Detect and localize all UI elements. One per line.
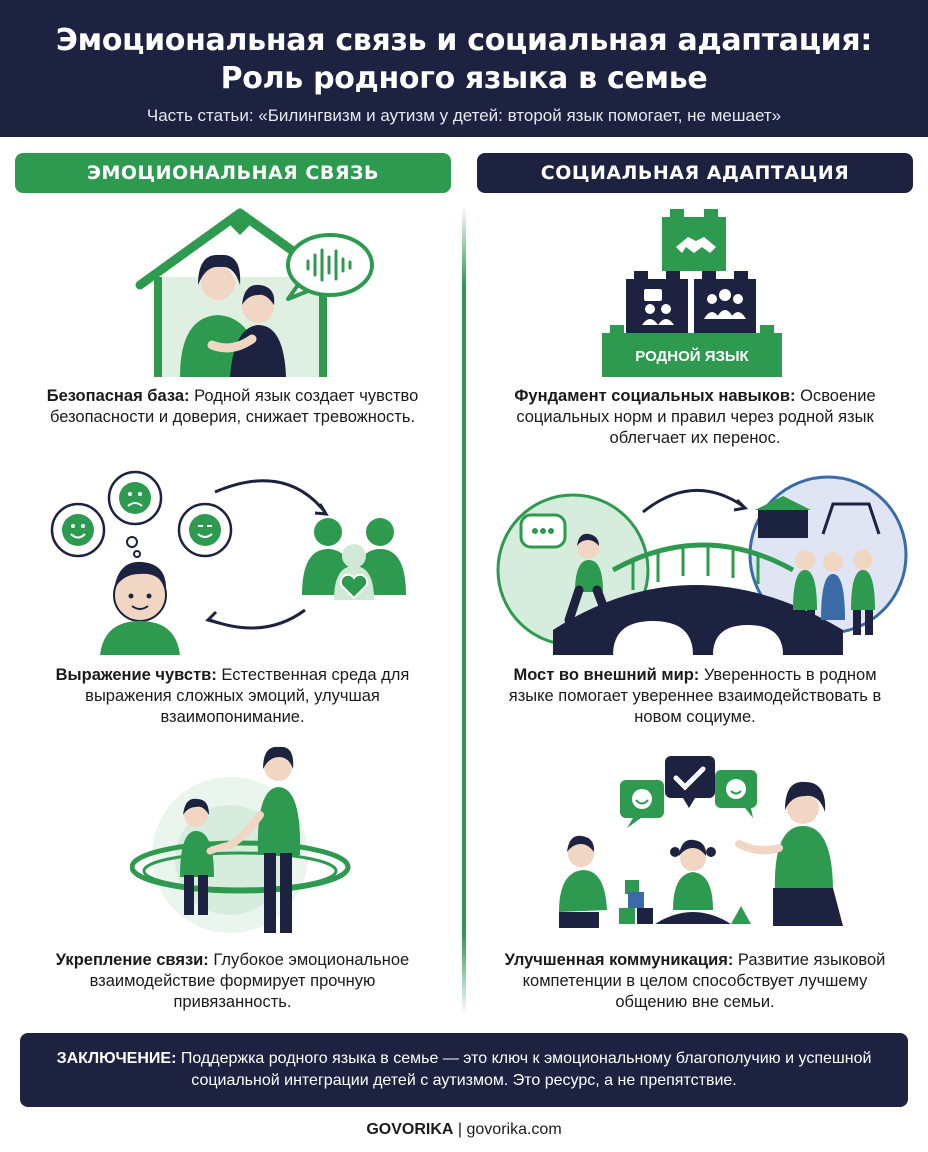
bond-illustration	[130, 746, 351, 933]
caption-text: Родной язык создает чувство безопасности…	[49, 387, 419, 426]
strengthen-bond-caption: Укрепление связи: Глубокое эмоциональное…	[40, 950, 425, 1013]
caption-text: Глубокое эмоциональное взаимодействие фо…	[89, 951, 410, 1011]
sad-face-icon	[107, 470, 163, 526]
header: Эмоциональная связь и социальная адаптац…	[0, 0, 928, 137]
left-column-title: ЭМОЦИОНАЛЬНАЯ СВЯЗЬ	[15, 153, 451, 193]
safe-base-caption: Безопасная база: Родной язык создает чув…	[40, 386, 425, 428]
native-language-block-label: РОДНОЙ ЯЗЫК	[635, 347, 749, 365]
chat-people-icon	[642, 289, 674, 325]
group-icon	[704, 289, 746, 319]
bridge-illustration	[496, 475, 908, 655]
caption-bold: Фундамент социальных навыков:	[514, 387, 796, 405]
caption-bold: Безопасная база:	[46, 387, 190, 405]
caption-bold: Мост во внешний мир:	[513, 666, 700, 684]
footer: GOVORIKA | govorika.com	[0, 1121, 928, 1139]
caption-text: Уверенность в родном языке помогает увер…	[508, 666, 882, 726]
calm-face-icon	[177, 502, 233, 558]
social-skills-caption: Фундамент социальных навыков: Освоение с…	[490, 386, 900, 449]
smile-bubble-icon	[715, 770, 757, 818]
sound-wave-icon	[306, 248, 352, 282]
caption-bold: Выражение чувств:	[55, 666, 217, 684]
language-blocks-illustration: РОДНОЙ ЯЗЫК	[602, 209, 782, 377]
happy-face-bubble-icon	[620, 780, 664, 828]
caption-text: Освоение социальных норм и правил через …	[516, 387, 876, 447]
conclusion-text: Поддержка родного языка в семье — это кл…	[176, 1050, 872, 1089]
footer-separator: |	[453, 1121, 467, 1138]
conclusion-box: ЗАКЛЮЧЕНИЕ: Поддержка родного языка в се…	[20, 1033, 908, 1107]
communication-illustration	[559, 756, 843, 928]
heart-icon	[230, 217, 250, 235]
footer-site-link[interactable]: govorika.com	[466, 1121, 562, 1138]
caption-text: Естественная среда для выражения сложных…	[85, 666, 410, 726]
page-subtitle: Часть статьи: «Билингвизм и аутизм у дет…	[146, 106, 782, 125]
communication-caption: Улучшенная коммуникация: Развитие языков…	[490, 950, 900, 1013]
right-column-title: СОЦИАЛЬНАЯ АДАПТАЦИЯ	[477, 153, 913, 193]
footer-brand: GOVORIKA	[366, 1121, 454, 1138]
caption-bold: Укрепление связи:	[55, 951, 209, 969]
heart-icon	[339, 573, 369, 600]
express-feelings-caption: Выражение чувств: Естественная среда для…	[40, 665, 425, 728]
column-divider	[462, 205, 466, 1015]
title-line-1: Эмоциональная связь и социальная адаптац…	[55, 23, 873, 58]
conclusion-label: ЗАКЛЮЧЕНИЕ:	[56, 1050, 177, 1067]
checkmark-bubble-icon	[665, 756, 715, 808]
page-title: Эмоциональная связь и социальная адаптац…	[0, 0, 928, 98]
title-line-2: Роль родного языка в семье	[220, 61, 708, 96]
handshake-icon	[676, 237, 716, 253]
emotions-illustration	[50, 470, 406, 655]
caption-text: Развитие языковой компетенции в целом сп…	[522, 951, 886, 1011]
house-family-illustration	[135, 208, 374, 377]
smile-face-icon	[50, 502, 106, 558]
caption-bold: Улучшенная коммуникация:	[504, 951, 734, 969]
bridge-caption: Мост во внешний мир: Уверенность в родно…	[490, 665, 900, 728]
